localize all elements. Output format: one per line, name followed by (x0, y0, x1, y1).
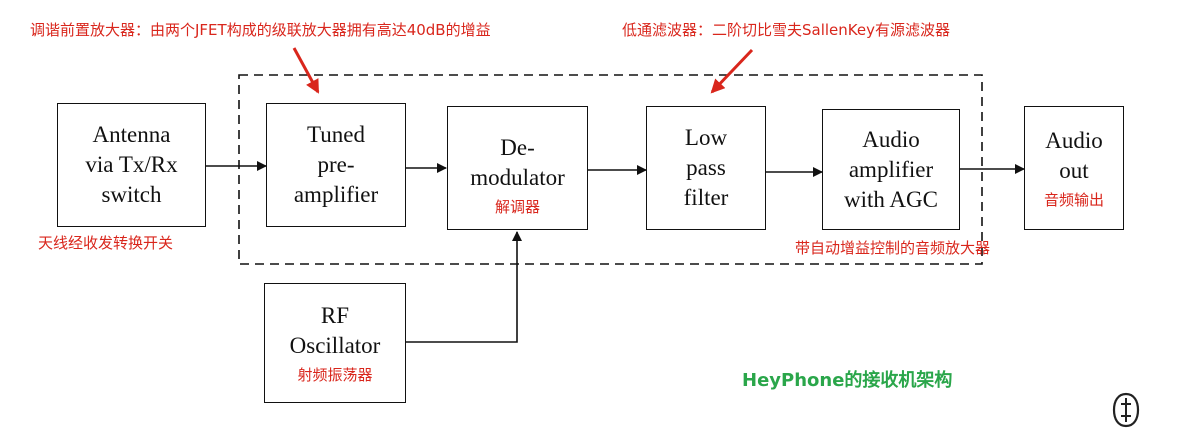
lowpass-filter-block: Low pass filter (646, 106, 766, 230)
demodulator-cn-label: 解调器 (494, 198, 540, 216)
preamp-block: Tuned pre- amplifier (266, 103, 406, 227)
antenna-block: Antenna via Tx/Rx switch (57, 103, 206, 227)
demodulator-block: De- modulator 解调器 (447, 106, 588, 230)
rf-oscillator-cn-label: 射频振荡器 (297, 366, 373, 384)
demodulator-label: De- modulator (470, 135, 565, 190)
lowpass-filter-label: Low pass filter (683, 125, 729, 210)
audio-amp-annotation: 带自动增益控制的音频放大器 (795, 239, 991, 257)
diagram-caption: HeyPhone的接收机架构 (742, 370, 953, 391)
red-annotation-arrow (710, 48, 754, 94)
audio-out-cn-label: 音频输出 (1043, 191, 1104, 209)
logo-icon (1112, 392, 1140, 428)
lowpass-annotation: 低通滤波器：二阶切比雪夫SallenKey有源滤波器 (622, 21, 950, 39)
audio-amplifier-block: Audio amplifier with AGC (822, 109, 960, 230)
rf-oscillator-block: RF Oscillator 射频振荡器 (264, 283, 406, 403)
audio-out-label: Audio out (1045, 128, 1103, 183)
arrow-oscillator-to-demod (406, 231, 522, 343)
preamp-annotation: 调谐前置放大器：由两个JFET构成的级联放大器拥有高达40dB的增益 (30, 21, 491, 39)
audio-out-block: Audio out 音频输出 (1024, 106, 1124, 230)
preamp-label: Tuned pre- amplifier (293, 122, 379, 207)
rf-oscillator-label: RF Oscillator (289, 303, 381, 358)
audio-amplifier-label: Audio amplifier with AGC (844, 126, 938, 212)
antenna-label: Antenna via Tx/Rx switch (85, 122, 178, 207)
red-annotation-arrow (292, 47, 320, 94)
antenna-annotation: 天线经收发转换开关 (38, 234, 174, 252)
